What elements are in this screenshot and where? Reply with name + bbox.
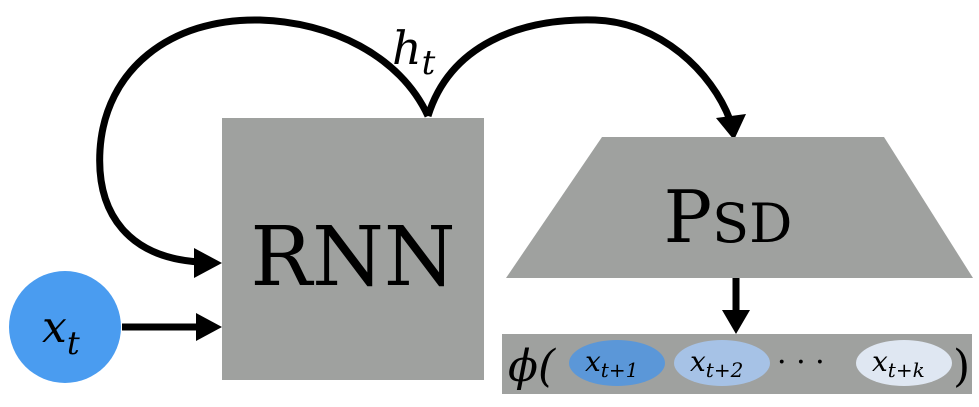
rnn-label: RNN (250, 210, 455, 305)
hidden-state-arrowhead (716, 114, 746, 140)
psd-to-output-arrowhead (722, 310, 750, 334)
hidden-state-arrow (424, 16, 734, 122)
input-node (9, 271, 121, 383)
phi-prefix: ϕ( (508, 341, 556, 392)
psd-block (506, 137, 973, 278)
output-item-2 (674, 340, 770, 386)
recurrent-loop-arrowhead (194, 248, 222, 278)
output-ellipsis: · · · (777, 345, 825, 380)
input-node-label: xt (42, 302, 80, 362)
phi-suffix: ) (953, 341, 970, 392)
output-item-k-label: xt+k (872, 345, 925, 382)
output-item-k (856, 340, 952, 386)
recurrent-loop-arrow (96, 16, 432, 266)
psd-label: PSD (664, 175, 793, 259)
input-to-rnn-arrowhead (196, 313, 222, 341)
output-item-1-label: xt+1 (585, 345, 638, 382)
output-item-1 (569, 340, 665, 386)
hidden-state-label: ht (392, 21, 436, 83)
rnn-box (222, 118, 484, 380)
output-item-2-label: xt+2 (690, 345, 743, 382)
